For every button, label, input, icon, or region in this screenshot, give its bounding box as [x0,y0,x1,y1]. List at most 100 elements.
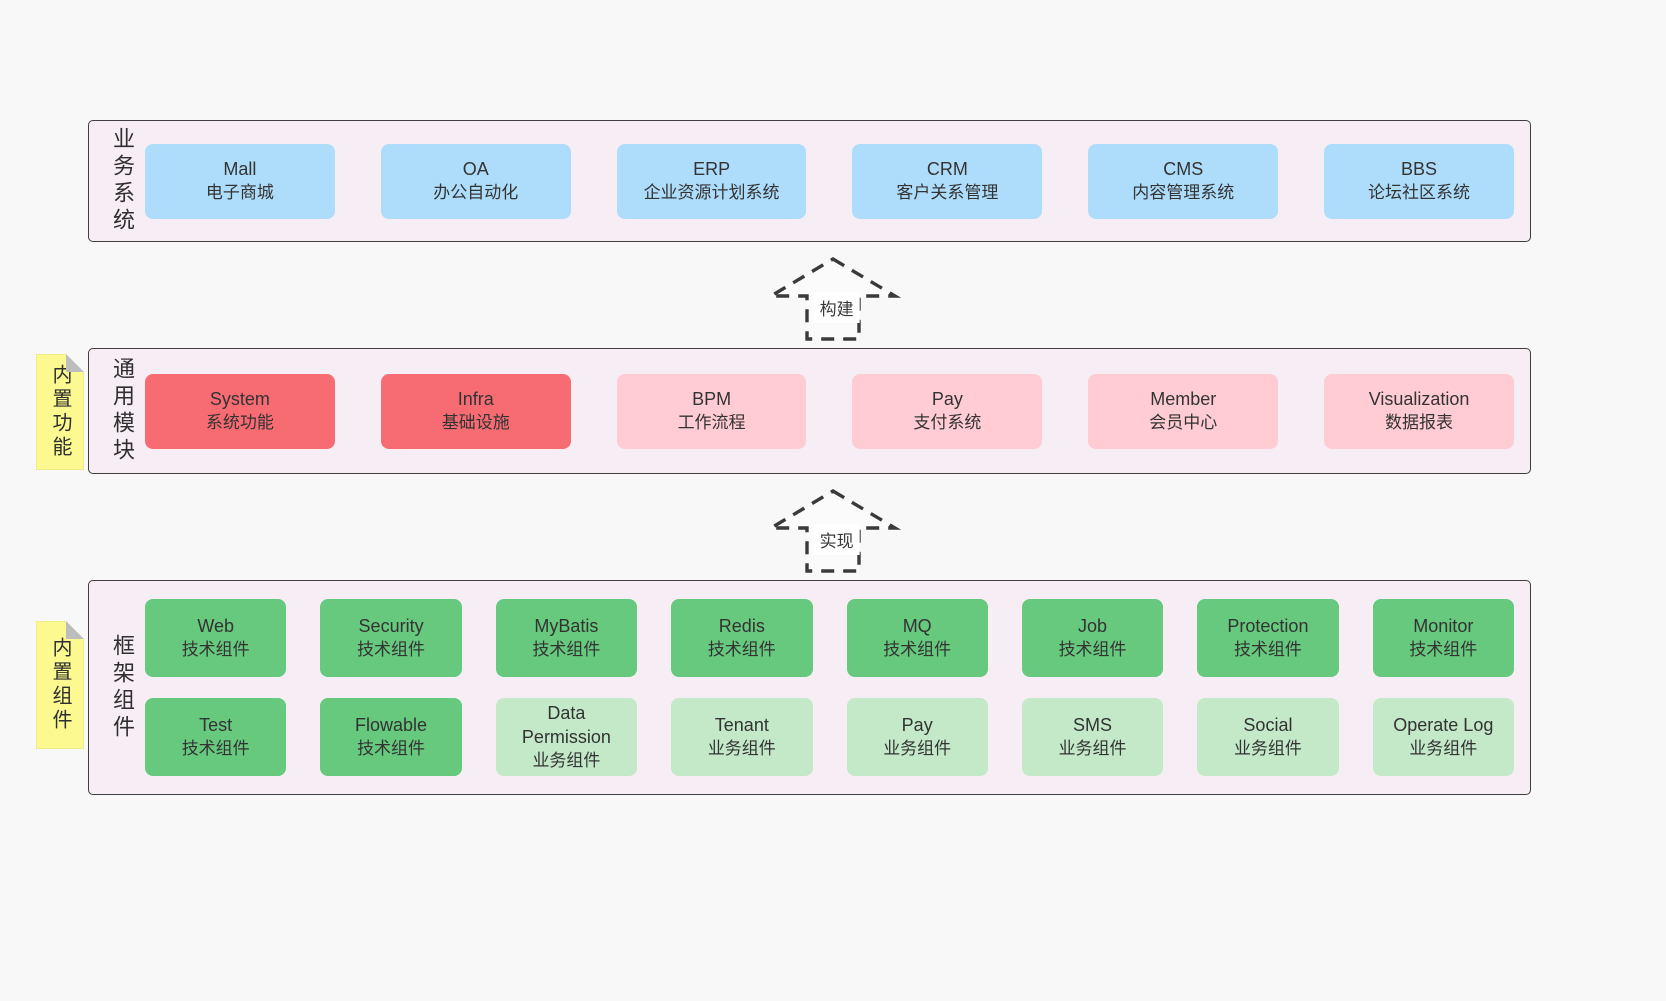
sticky-note-builtin-components: 内置组件 [36,621,84,749]
box-title: Pay [931,388,963,409]
section-label-business: 业务系统 [110,127,135,235]
box-title: Mall [223,158,257,179]
box-title: Security [358,615,424,636]
box-subtitle: 技术组件 [1233,639,1302,659]
section-business-systems: 业务系统 Mall 电子商城 OA 办公自动化 ERP 企业资源计划系统 CRM… [88,120,1531,242]
sticky-note-text: 内置功能 [49,364,71,460]
box-protection: Protection 技术组件 [1197,599,1339,677]
box-subtitle: 业务组件 [1409,738,1478,758]
connector-implement: 实现 [0,474,1666,580]
box-subtitle: 电子商城 [205,182,274,202]
box-web: Web 技术组件 [145,599,287,677]
box-security: Security 技术组件 [320,599,462,677]
box-subtitle: 业务组件 [883,738,952,758]
box-mall: Mall 电子商城 [145,143,335,219]
box-subtitle: 业务组件 [532,750,601,770]
box-pay-component: Pay 业务组件 [846,698,988,776]
box-cms: CMS 内容管理系统 [1088,143,1279,219]
box-oa: OA 办公自动化 [380,143,571,219]
box-monitor: Monitor 技术组件 [1372,599,1514,677]
box-visualization: Visualization 数据报表 [1324,373,1514,449]
arrow-label-build: 构建 [813,292,860,323]
box-subtitle: 业务组件 [1058,738,1127,758]
folded-corner-icon [66,621,84,639]
box-test: Test 技术组件 [145,698,287,776]
box-title: CRM [926,158,968,179]
box-job: Job 技术组件 [1021,599,1164,677]
box-title: MQ [902,615,932,636]
box-subtitle: 会员中心 [1149,412,1218,432]
section-label-modules: 通用模块 [110,357,135,465]
box-member: Member 会员中心 [1088,373,1279,449]
box-subtitle: 技术组件 [181,639,250,659]
box-tenant: Tenant 业务组件 [671,698,813,776]
box-mybatis: MyBatis 技术组件 [495,599,638,677]
architecture-diagram: 业务系统 Mall 电子商城 OA 办公自动化 ERP 企业资源计划系统 CRM… [0,120,1666,1001]
box-operate-log: Operate Log 业务组件 [1372,698,1514,776]
box-title: Infra [457,388,494,409]
box-title: Data Permission [521,703,611,747]
box-title: BPM [692,388,732,409]
box-subtitle: 论坛社区系统 [1368,182,1471,202]
box-subtitle: 办公自动化 [433,182,519,202]
box-subtitle: 技术组件 [181,738,250,758]
box-crm: CRM 客户关系管理 [852,143,1043,219]
box-pay-module: Pay 支付系统 [852,373,1043,449]
box-subtitle: 技术组件 [883,639,952,659]
box-title: Member [1150,388,1217,409]
box-social: Social 业务组件 [1197,698,1339,776]
box-subtitle: 业务组件 [1233,738,1302,758]
box-system: System 系统功能 [145,373,335,449]
box-title: SMS [1073,714,1113,735]
box-redis: Redis 技术组件 [671,599,813,677]
box-subtitle: 技术组件 [357,639,426,659]
box-title: Job [1078,615,1108,636]
box-title: System [209,388,270,409]
box-subtitle: 工作流程 [677,412,746,432]
box-subtitle: 技术组件 [1409,639,1478,659]
folded-corner-icon [66,354,84,372]
box-mq: MQ 技术组件 [846,599,988,677]
box-data-permission: Data Permission 业务组件 [495,698,638,776]
box-title: Monitor [1413,615,1474,636]
box-title: ERP [693,158,731,179]
box-title: Protection [1227,615,1309,636]
box-title: Redis [718,615,765,636]
box-flowable: Flowable 技术组件 [320,698,462,776]
box-subtitle: 支付系统 [913,412,982,432]
box-subtitle: 技术组件 [707,639,776,659]
box-title: Tenant [714,714,769,735]
section-framework-components: 内置组件 框架组件 Web 技术组件 Security 技术组件 MyBatis… [36,580,1531,795]
box-title: Operate Log [1393,714,1494,735]
box-infra: Infra 基础设施 [380,373,571,449]
box-subtitle: 技术组件 [532,639,601,659]
box-subtitle: 技术组件 [1058,639,1127,659]
sticky-note-text: 内置组件 [49,637,71,733]
box-subtitle: 技术组件 [357,738,426,758]
box-title: Test [199,714,233,735]
box-sms: SMS 业务组件 [1021,698,1164,776]
box-subtitle: 内容管理系统 [1132,182,1235,202]
box-bbs: BBS 论坛社区系统 [1324,143,1514,219]
box-erp: ERP 企业资源计划系统 [616,143,807,219]
connector-build: 构建 [0,242,1666,348]
box-title: Flowable [355,714,428,735]
box-subtitle: 系统功能 [205,412,274,432]
box-title: Pay [901,714,933,735]
box-subtitle: 基础设施 [441,412,510,432]
box-title: Visualization [1368,388,1470,409]
box-subtitle: 客户关系管理 [896,182,999,202]
box-bpm: BPM 工作流程 [616,373,807,449]
box-subtitle: 业务组件 [707,738,776,758]
box-title: Social [1243,714,1293,735]
box-title: BBS [1401,158,1438,179]
box-subtitle: 企业资源计划系统 [643,182,780,202]
section-label-components: 框架组件 [110,633,135,742]
arrow-label-implement: 实现 [813,524,860,555]
box-title: OA [462,158,489,179]
box-title: Web [197,615,235,636]
box-title: CMS [1163,158,1204,179]
box-title: MyBatis [534,615,599,636]
section-common-modules: 内置功能 通用模块 System 系统功能 Infra 基础设施 BPM 工作流… [36,348,1531,474]
box-subtitle: 数据报表 [1385,412,1454,432]
